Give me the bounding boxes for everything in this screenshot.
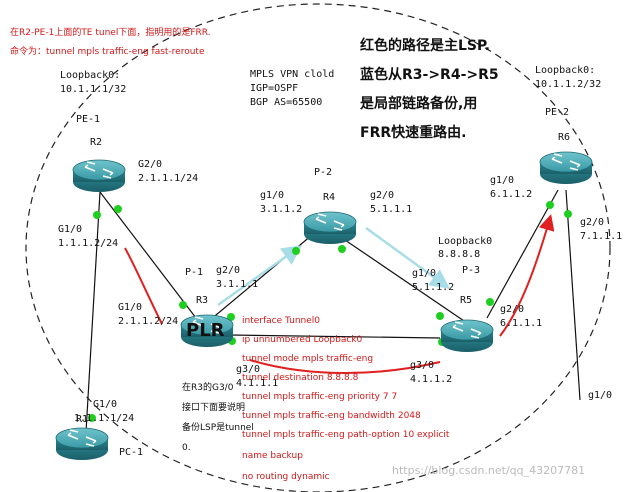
links <box>85 189 581 433</box>
r5-label: R5 <box>460 295 472 306</box>
r3-note-line-4: 0. <box>182 443 191 453</box>
link-r4-r5 <box>344 239 471 326</box>
loopback-p3-address: 8.8.8.8 <box>438 249 480 260</box>
r5-g30-ip: 4.1.1.2 <box>410 374 452 385</box>
r3-g10-name: G1/0 <box>118 302 142 313</box>
r2-label: R2 <box>90 137 102 148</box>
r1-g10-ip: 1.1.1.1/24 <box>74 413 134 424</box>
r3-g30-ip: 4.1.1.1 <box>236 378 278 389</box>
r1-g10-name: G1/0 <box>93 399 117 410</box>
r4-label: R4 <box>323 192 335 203</box>
backup-path <box>217 226 451 307</box>
primary-path <box>124 214 555 374</box>
r2-g10-name: G1/0 <box>58 224 82 235</box>
router-r1-icon <box>55 427 109 461</box>
r6-g20-name: g2/0 <box>580 217 604 228</box>
bottom-g10-name: g1/0 <box>588 390 612 401</box>
main-note-line-1: 红色的路径是主LSP. <box>360 37 490 54</box>
loopback-pe1-label: Loopback0: <box>60 70 120 81</box>
r5-g10-name: g1/0 <box>412 268 436 279</box>
r4-g10-ip: 3.1.1.2 <box>260 204 302 215</box>
config-line: tunnel mpls traffic-eng bandwidth 2048 <box>242 411 421 421</box>
r2-g20-name: G2/0 <box>138 159 162 170</box>
loopback-pe2-label: Loopback0: <box>535 65 595 76</box>
top-note-line-2: 命令为：tunnel mpls traffic-eng fast-reroute <box>10 45 205 57</box>
p3-label: P-3 <box>462 265 480 276</box>
config-line: name backup <box>242 451 303 461</box>
config-line: interface Tunnel0 <box>242 316 320 326</box>
r4-g20-name: g2/0 <box>370 190 394 201</box>
cloud-info-line-2: IGP=OSPF <box>250 83 298 94</box>
config-line: no routing dynamic <box>242 472 330 482</box>
plr-label: PLR <box>186 320 225 341</box>
mpls-cloud-boundary <box>25 3 611 492</box>
router-r6-icon <box>539 151 593 185</box>
main-note-line-4: FRR快速重路由. <box>360 124 466 141</box>
loopback-pe1-address: 10.1.1.1/32 <box>60 84 126 95</box>
top-note-line-1: 在R2-PE-1上面的TE tunel下面，指明用的是FRR. <box>10 26 211 38</box>
tunnel-config: interface Tunnel0 ip unnumbered Loopback… <box>242 316 450 482</box>
r6-g10-name: g1/0 <box>490 175 514 186</box>
r6-label: R6 <box>558 132 570 143</box>
r3-note-line-2: 接口下面要说明 <box>182 401 245 413</box>
cloud-info-line-1: MPLS VPN clold <box>250 69 334 80</box>
pc1-label: PC-1 <box>119 447 143 458</box>
link-r3-r4 <box>209 229 319 321</box>
pe1-label: PE-1 <box>76 114 100 125</box>
r3-note-line-3: 备份LSP是tunnel <box>182 421 254 433</box>
port-dots <box>88 201 572 422</box>
r1-label: R1 <box>76 414 88 425</box>
link-r6-down <box>565 189 581 401</box>
loopback-p3-label: Loopback0 <box>438 236 492 247</box>
r4-g10-name: g1/0 <box>260 190 284 201</box>
config-line: tunnel mpls traffic-eng priority 7 7 <box>242 392 397 402</box>
router-r4-icon <box>303 211 357 245</box>
r3-g20-ip: 3.1.1.1 <box>216 279 258 290</box>
r3-g30-name: g3/0 <box>236 364 260 375</box>
main-note-line-3: 是局部链路备份,用 <box>360 95 477 112</box>
r5-g10-ip: 5.1.1.2 <box>412 282 454 293</box>
r2-g10-ip: 1.1.1.2/24 <box>58 238 118 249</box>
main-note-line-2: 蓝色从R3->R4->R5 <box>360 66 499 83</box>
link-r5-r6 <box>486 189 559 319</box>
cloud-info-line-3: BGP AS=65500 <box>250 97 322 108</box>
r3-g20-name: g2/0 <box>216 265 240 276</box>
p1-label: P-1 <box>185 267 203 278</box>
r5-g20-name: g2/0 <box>500 304 524 315</box>
config-line: tunnel destination 8.8.8.8 <box>242 373 359 383</box>
r5-g20-ip: 6.1.1.1 <box>500 318 542 329</box>
r2-g20-ip: 2.1.1.1/24 <box>138 173 198 184</box>
config-line: ip unnumbered Loopback0 <box>242 335 362 345</box>
r4-g20-ip: 5.1.1.1 <box>370 204 412 215</box>
router-r2-icon <box>72 159 126 193</box>
r6-g20-ip: 7.1.1.1 <box>580 231 622 242</box>
r6-g10-ip: 6.1.1.2 <box>490 189 532 200</box>
link-r2-r1 <box>85 191 101 433</box>
p2-label: P-2 <box>314 167 332 178</box>
r5-g30-name: g3/0 <box>410 360 434 371</box>
config-line: tunnel mpls traffic-eng path-option 10 e… <box>242 430 450 440</box>
config-line: tunnel mode mpls traffic-eng <box>242 354 373 364</box>
link-r2-r3 <box>99 191 197 319</box>
r3-note-line-1: 在R3的G3/0 <box>182 381 234 393</box>
link-r3-r5 <box>229 334 441 339</box>
pe2-label: PE-2 <box>545 107 569 118</box>
r3-g10-ip: 2.1.1.2/24 <box>118 316 178 327</box>
loopback-pe2-address: 10.1.1.2/32 <box>535 79 601 90</box>
watermark: https://blog.csdn.net/qq_43207781 <box>392 464 585 477</box>
r3-label: R3 <box>196 295 208 306</box>
router-r5-icon <box>440 319 494 353</box>
